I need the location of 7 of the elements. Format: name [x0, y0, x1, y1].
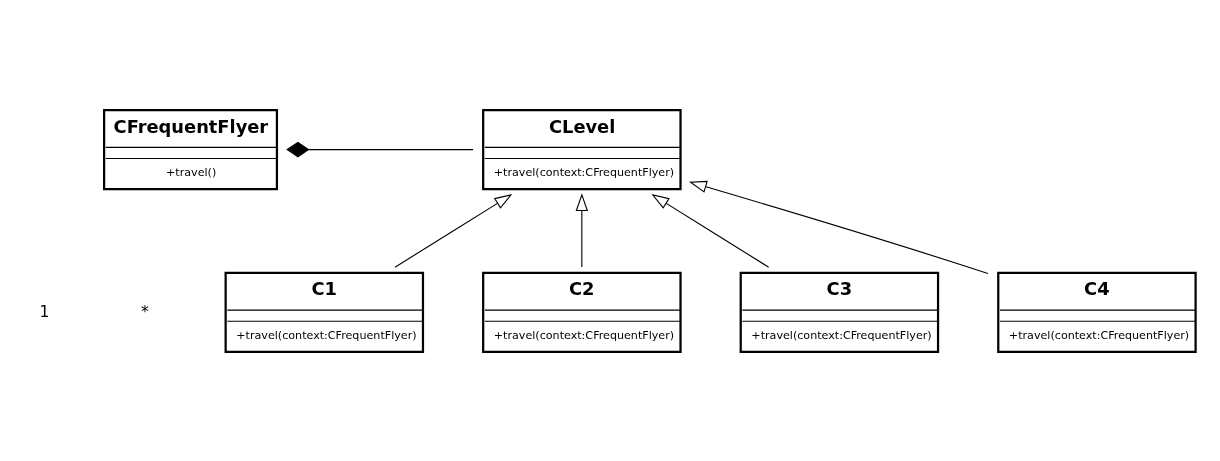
- label: *: [140, 302, 149, 321]
- arrow: [575, 192, 589, 268]
- arrow: [688, 180, 989, 274]
- label: 1: [39, 302, 50, 321]
- connector: [286, 141, 474, 157]
- arrow: [651, 193, 770, 268]
- arrow: [394, 193, 513, 268]
